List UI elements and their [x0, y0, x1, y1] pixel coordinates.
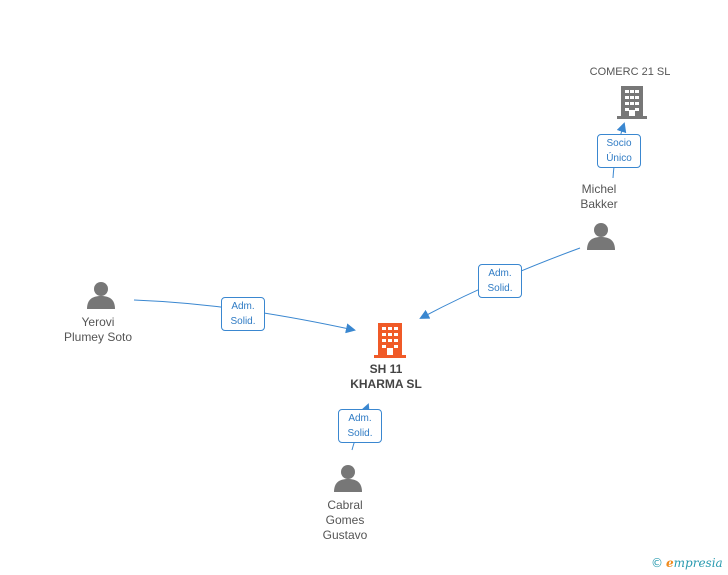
- node-label-michel[interactable]: Michel Bakker: [580, 182, 618, 211]
- edge-label-socio-unico: Socio Único: [597, 134, 641, 168]
- person-icon-cabral: [334, 465, 362, 492]
- person-icon-yerovi: [87, 282, 115, 309]
- node-label-sh11[interactable]: SH 11 KHARMA SL: [350, 362, 422, 391]
- node-label-cabral[interactable]: Cabral Gomes Gustavo: [322, 498, 368, 542]
- node-label-yerovi[interactable]: Yerovi Plumey Soto: [63, 315, 133, 344]
- person-icon-michel: [587, 223, 615, 250]
- brand-e: e: [666, 556, 674, 570]
- brand-logo: ©empresia: [651, 556, 723, 570]
- copyright-symbol: ©: [651, 556, 663, 570]
- brand-rest: mpresia: [673, 556, 723, 570]
- node-label-comerc[interactable]: COMERC 21 SL: [589, 66, 671, 78]
- building-icon: [617, 86, 647, 119]
- main-building-icon: [374, 323, 406, 358]
- edge-label-cabral-adm: Adm. Solid.: [338, 409, 382, 443]
- edge-label-yerovi-adm: Adm. Solid.: [221, 297, 265, 331]
- edge-label-michel-adm: Adm. Solid.: [478, 264, 522, 298]
